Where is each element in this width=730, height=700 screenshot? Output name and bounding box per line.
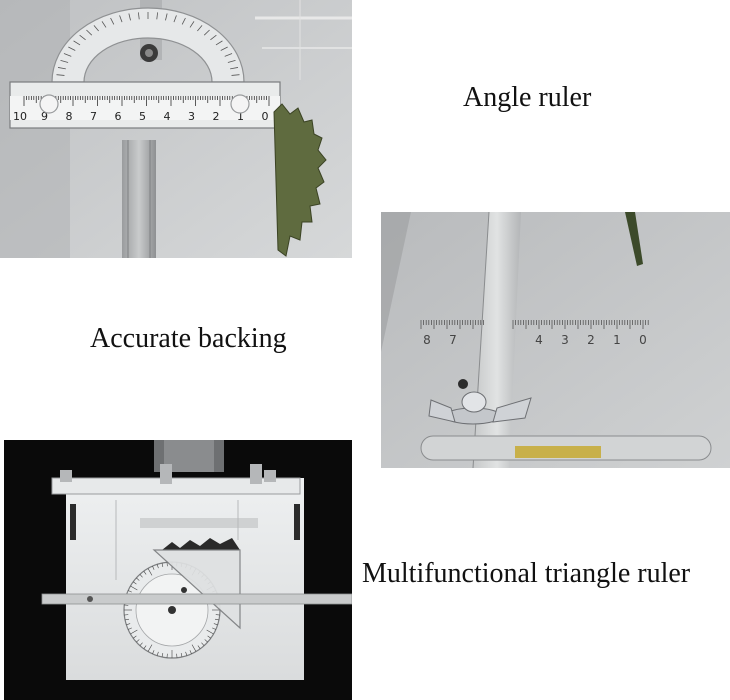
ruler-number: 7 <box>90 110 97 123</box>
ruler-number: 0 <box>262 110 269 123</box>
scale-number: 8 <box>423 333 431 347</box>
ruler-number: 10 <box>13 110 27 123</box>
ruler-number: 5 <box>139 110 146 123</box>
ruler-number: 6 <box>115 110 122 123</box>
scale-number: 0 <box>639 333 647 347</box>
ruler-number: 4 <box>164 110 171 123</box>
scale-number: 3 <box>561 333 569 347</box>
scale-number: 1 <box>613 333 621 347</box>
ruler-number: 3 <box>188 110 195 123</box>
scale-number: 2 <box>587 333 595 347</box>
scale-numbers-right: 4 3 2 1 0 <box>535 333 647 347</box>
ruler-number: 2 <box>213 110 220 123</box>
scale-number: 4 <box>535 333 543 347</box>
caption-angle-ruler: Angle ruler <box>463 82 592 113</box>
triangle-ruler-photo <box>4 440 352 700</box>
ruler-number: 1 <box>237 110 244 123</box>
ruler-number: 8 <box>66 110 73 123</box>
caption-accurate-backing: Accurate backing <box>90 323 287 354</box>
caption-triangle-ruler: Multifunctional triangle ruler <box>362 558 691 589</box>
ruler-number: 9 <box>41 110 48 123</box>
scale-number: 7 <box>449 333 457 347</box>
